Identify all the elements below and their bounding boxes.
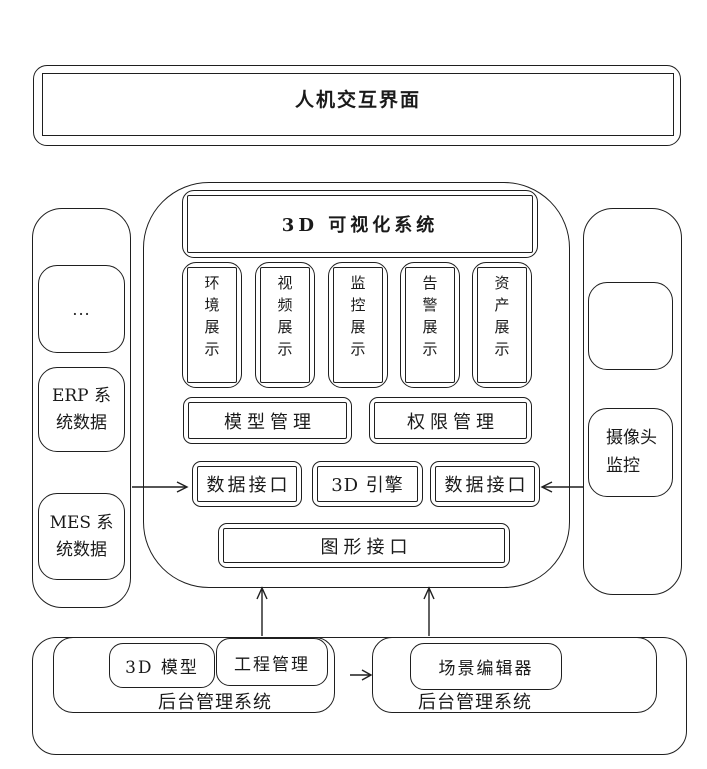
module-video-display-label: 视频展示	[275, 275, 294, 363]
permission-management-box: 权限管理	[369, 397, 532, 444]
module-video-display: 视频展示	[255, 262, 315, 388]
camera-monitor-line2: 监控	[606, 455, 640, 476]
engine-3d-box-inner: 3D 引擎	[317, 466, 418, 502]
data-interface-right-label: 数据接口	[444, 475, 529, 496]
permission-management-box-inner: 权限管理	[374, 402, 527, 439]
module-video-display-inner: 视频展示	[260, 267, 310, 383]
graphics-interface-box: 图形接口	[218, 523, 510, 568]
model-management-box: 模型管理	[183, 397, 352, 444]
module-alarm-display-inner: 告警展示	[405, 267, 455, 383]
arrow-backend-right-to-center	[423, 586, 435, 636]
module-monitor-display-inner: 监控展示	[333, 267, 383, 383]
hmi-banner-label: 人机交互界面	[294, 89, 421, 111]
mes-data-line1: MES 系	[49, 513, 114, 534]
model-management-label: 模型管理	[224, 411, 316, 433]
module-monitor-display: 监控展示	[328, 262, 388, 388]
module-env-display: 环境展示	[182, 262, 242, 388]
erp-data-line1: ERP 系	[51, 386, 112, 407]
scene-editor-label: 场景编辑器	[438, 659, 534, 679]
module-monitor-display-label: 监控展示	[348, 275, 367, 363]
model-management-box-inner: 模型管理	[188, 402, 347, 439]
other-data-source-box: ...	[38, 265, 125, 353]
camera-monitor-label: 摄像头 监控	[604, 425, 657, 479]
right-camera-panel	[583, 208, 682, 595]
backend-system-left-caption: 后台管理系统	[158, 692, 272, 713]
hmi-banner: 人机交互界面	[42, 73, 674, 136]
module-asset-display-inner: 资产展示	[477, 267, 527, 383]
backend-system-right-caption: 后台管理系统	[418, 692, 532, 713]
viz-system-box: 3D 可视化系统	[182, 190, 538, 258]
permission-management-label: 权限管理	[407, 411, 499, 433]
viz-system-box-inner: 3D 可视化系统	[187, 195, 533, 253]
data-interface-right-box-inner: 数据接口	[435, 466, 535, 502]
mes-data-box: MES 系 统数据	[38, 493, 125, 580]
engine-3d-box: 3D 引擎	[312, 461, 423, 507]
project-management-box: 工程管理	[216, 638, 328, 686]
engine-3d-label: 3D 引擎	[331, 475, 404, 496]
camera-monitor-line1: 摄像头	[606, 428, 657, 449]
module-env-display-inner: 环境展示	[187, 267, 237, 383]
erp-data-label: ERP 系 统数据	[52, 383, 111, 436]
module-alarm-display-label: 告警展示	[420, 275, 439, 363]
module-asset-display-label: 资产展示	[492, 275, 511, 363]
data-interface-left-label: 数据接口	[206, 475, 291, 496]
mes-data-label: MES 系 统数据	[50, 510, 114, 563]
right-panel-empty-box	[588, 282, 673, 370]
mes-data-line2: 统数据	[56, 539, 107, 560]
module-env-display-label: 环境展示	[202, 275, 221, 363]
erp-data-line2: 统数据	[56, 412, 107, 433]
model-3d-label: 3D 模型	[125, 658, 199, 678]
arrow-backend-left-to-center	[256, 586, 268, 636]
data-interface-left-box-inner: 数据接口	[197, 466, 297, 502]
camera-monitor-box: 摄像头 监控	[588, 408, 673, 497]
other-data-source-label: ...	[72, 299, 91, 319]
erp-data-box: ERP 系 统数据	[38, 367, 125, 452]
data-interface-right-box: 数据接口	[430, 461, 540, 507]
scene-editor-box: 场景编辑器	[410, 643, 562, 690]
project-management-label: 工程管理	[234, 654, 310, 675]
graphics-interface-box-inner: 图形接口	[223, 528, 505, 563]
viz-system-title: 3D 可视化系统	[281, 215, 439, 236]
module-alarm-display: 告警展示	[400, 262, 460, 388]
data-interface-left-box: 数据接口	[192, 461, 302, 507]
graphics-interface-label: 图形接口	[320, 536, 413, 558]
model-3d-box: 3D 模型	[109, 643, 215, 688]
module-asset-display: 资产展示	[472, 262, 532, 388]
